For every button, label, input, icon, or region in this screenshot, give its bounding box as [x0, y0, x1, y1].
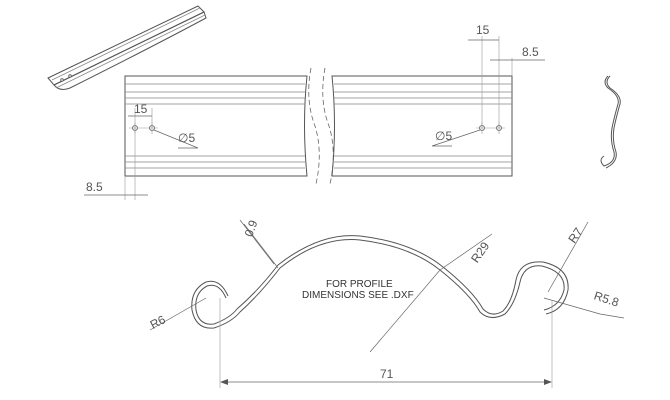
- side-profile-view: [600, 75, 621, 169]
- dim-top-edge: 8.5: [522, 45, 539, 59]
- plan-view: 15 8.5 15 8.5 ∅5 ∅5: [84, 23, 545, 200]
- break-line-left: [308, 67, 320, 185]
- dim-left-edge: 8.5: [86, 180, 103, 194]
- dim-radius-hook-top: R7: [565, 225, 585, 246]
- dim-top-pitch: 15: [476, 23, 490, 37]
- dim-radius-left: R6: [148, 312, 168, 332]
- note-line-2: DIMENSIONS SEE .DXF: [302, 290, 414, 301]
- isometric-view: [47, 5, 207, 90]
- dim-hole-right: ∅5: [435, 129, 452, 143]
- dim-thickness: 0.9: [242, 218, 261, 239]
- left-holes: [129, 122, 158, 134]
- right-holes: [476, 122, 505, 134]
- dim-radius-hook-inner: R5.8: [592, 289, 621, 310]
- note-line-1: FOR PROFILE: [326, 279, 393, 290]
- dim-width: 71: [380, 367, 394, 381]
- break-line-right: [322, 67, 334, 185]
- dim-hole-left: ∅5: [178, 131, 195, 145]
- dim-radius-crown: R29: [468, 239, 492, 265]
- section-profile: 0.9 R29 R7 R5.8 R6 71 FOR PROFILE DIMENS…: [148, 218, 625, 388]
- dim-left-pitch: 15: [134, 102, 148, 116]
